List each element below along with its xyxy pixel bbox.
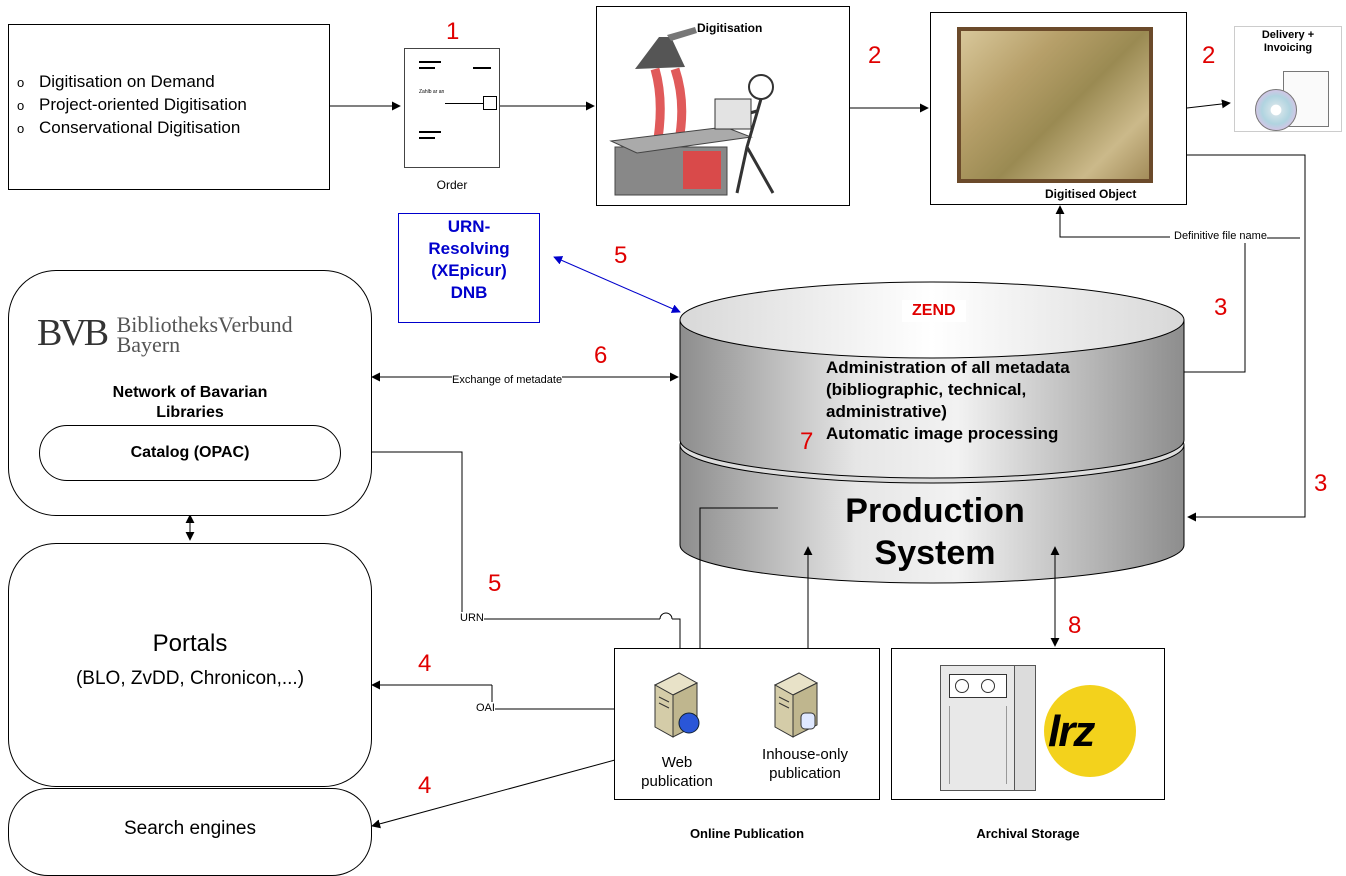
- bvb-logo-line: BibliotheksVerbund: [116, 312, 293, 337]
- order-form-icon: Zahlb ar an: [404, 48, 500, 168]
- urn-resolving-line: URN-: [447, 217, 491, 236]
- step-number: 7: [800, 428, 814, 455]
- digitisation-type-label: Conservational Digitisation: [39, 118, 241, 137]
- bvb-logo-letters: BVB: [37, 312, 109, 354]
- inhouse-publication-line: Inhouse-only: [762, 746, 848, 763]
- bvb-network-box: BVB BibliotheksVerbund Bayern Network of…: [8, 270, 372, 516]
- web-publication-line: Web: [661, 754, 693, 771]
- delivery-invoicing-box: Delivery + Invoicing: [1234, 26, 1342, 132]
- web-publication-line: publication: [641, 773, 713, 790]
- digitisation-box: Digitisation: [596, 6, 850, 206]
- step-number: 5: [488, 570, 502, 597]
- scanner-illustration: [609, 27, 775, 196]
- invoicing-label: Invoicing: [1263, 42, 1313, 54]
- production-system-label: Production System: [790, 490, 1080, 574]
- lrz-logo-text: lrz: [1048, 707, 1095, 756]
- catalog-opac-box: Catalog (OPAC): [39, 425, 341, 481]
- lrz-logo: lrz: [1044, 685, 1136, 777]
- definitive-file-name-label: Definitive file name: [1174, 230, 1267, 244]
- production-line: Production: [845, 492, 1025, 530]
- step-number: 4: [418, 650, 432, 677]
- portals-title: Portals: [152, 630, 228, 657]
- step-number: 2: [1202, 42, 1216, 69]
- step-number: 8: [1068, 612, 1082, 639]
- urn-resolving-line: (XEpicur): [431, 261, 507, 280]
- tape-drive-icon: [940, 665, 1016, 791]
- urn-resolving-line: DNB: [450, 283, 488, 302]
- archival-storage-box: lrz: [891, 648, 1165, 800]
- archival-storage-label: Archival Storage: [976, 826, 1080, 841]
- network-label-line: Network of Bavarian: [112, 384, 268, 401]
- zend-metadata-line: (bibliographic, technical,: [826, 380, 1027, 399]
- catalog-opac-label: Catalog (OPAC): [130, 444, 250, 461]
- zend-metadata-line: Administration of all metadata: [826, 358, 1070, 377]
- network-label: Network of Bavarian Libraries: [9, 383, 371, 423]
- step-number: 5: [614, 242, 628, 269]
- urn-resolving-line: Resolving: [428, 239, 510, 258]
- urn-resolving-box: URN- Resolving (XEpicur) DNB: [398, 213, 540, 323]
- bvb-logo-line: Bayern: [116, 332, 181, 357]
- step-number: 1: [446, 18, 460, 45]
- inhouse-publication-label: Inhouse-only publication: [739, 745, 871, 783]
- zend-metadata-line: administrative): [826, 402, 947, 421]
- delivery-label: Delivery +: [1261, 29, 1315, 41]
- network-label-line: Libraries: [156, 404, 224, 421]
- portals-subtitle: (BLO, ZvDD, Chronicon,...): [75, 668, 305, 689]
- web-publication-label: Web publication: [629, 753, 725, 791]
- step-number: 4: [418, 772, 432, 799]
- digitisation-label: Digitisation: [697, 21, 763, 35]
- step-number: 2: [868, 42, 882, 69]
- order-label: Order: [436, 178, 468, 192]
- urn-label: URN: [460, 612, 484, 626]
- step-number: 6: [594, 342, 608, 369]
- archive-cabinet: [1014, 665, 1036, 791]
- bvb-logo: BVB BibliotheksVerbund Bayern: [37, 311, 293, 357]
- oai-label: OAI: [476, 702, 495, 716]
- online-publication-box: Web publication Inhouse-only publication: [614, 648, 880, 800]
- zend-metadata-text: Administration of all metadata (bibliogr…: [826, 357, 1070, 445]
- map-image: [957, 27, 1153, 183]
- inhouse-publication-line: publication: [769, 765, 841, 782]
- production-line: System: [874, 534, 996, 572]
- image-processing-label: Automatic image processing: [826, 424, 1059, 443]
- online-publication-label: Online Publication: [689, 826, 805, 841]
- zend-title: ZEND: [902, 300, 966, 322]
- exchange-metadate-label: Exchange of metadate: [452, 374, 563, 388]
- digitised-object-label: Digitised Object: [1045, 187, 1137, 201]
- digitisation-type-label: Project-oriented Digitisation: [39, 95, 247, 114]
- step-number: 3: [1314, 470, 1328, 497]
- portals-box: Portals (BLO, ZvDD, Chronicon,...): [8, 543, 372, 787]
- inhouse-server-icon: [773, 672, 819, 738]
- order-form-text: Zahlb ar an: [419, 89, 445, 95]
- digitisation-type-label: Digitisation on Demand: [39, 72, 215, 91]
- search-engines-label: Search engines: [123, 818, 257, 839]
- step-number: 3: [1214, 294, 1228, 321]
- digitised-object-box: Digitised Object: [930, 12, 1187, 205]
- cd-icon: [1255, 89, 1297, 131]
- web-server-icon: [653, 672, 700, 738]
